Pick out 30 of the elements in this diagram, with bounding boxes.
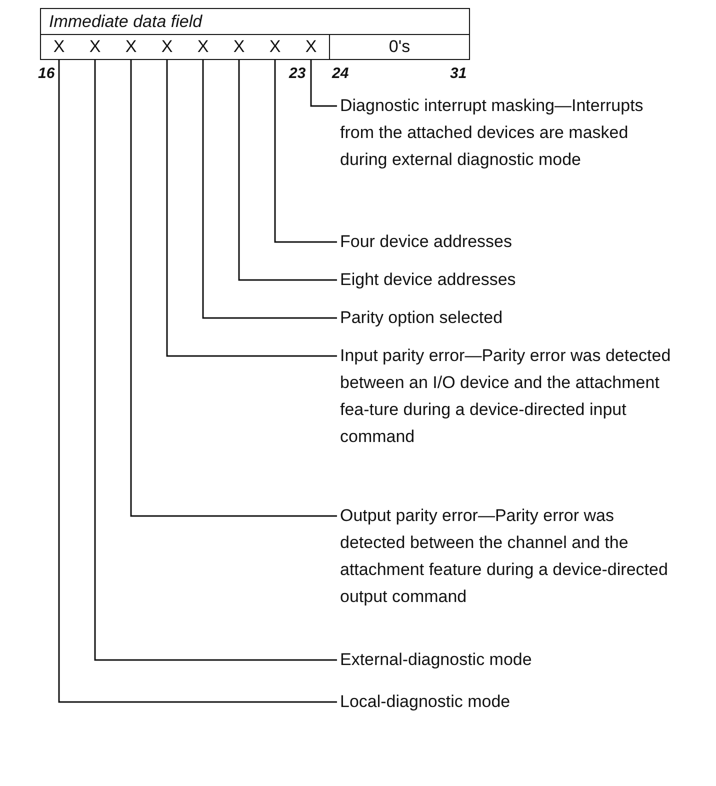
bit-description: Parity option selected (340, 304, 680, 331)
bit-description: Input parity error—Parity error was detected between an I/O device and the attachment fea-ture during a device-directed input command (340, 342, 680, 450)
bit-value: X (149, 35, 185, 59)
bit-description: External-diagnostic mode (340, 646, 680, 673)
bit-number: 31 (450, 64, 467, 84)
field-header: Immediate data field (41, 9, 469, 35)
bit-number: 24 (332, 64, 349, 84)
bit-value: X (41, 35, 77, 59)
bit-description: Four device addresses (340, 228, 680, 255)
bit-value: X (113, 35, 149, 59)
leader-line (238, 60, 337, 281)
bit-number: 16 (38, 64, 55, 84)
bit-number: 23 (289, 64, 306, 84)
leader-line (130, 60, 337, 517)
bit-description: Eight device addresses (340, 266, 680, 293)
leader-line (202, 60, 337, 319)
leader-line (274, 60, 337, 243)
zero-fill-cell: 0's (329, 35, 469, 59)
bit-description: Output parity error—Parity error was detected between the channel and the attachment feature during a device-directed output command (340, 502, 680, 610)
leader-line (58, 60, 337, 703)
leader-line (94, 60, 337, 661)
bit-value: X (185, 35, 221, 59)
bit-value: X (221, 35, 257, 59)
leader-line (310, 60, 337, 107)
leader-line (166, 60, 337, 357)
bit-description: Diagnostic interrupt masking—Interrupts from the attached devices are masked during external diagnostic mode (340, 92, 680, 173)
bit-description: Local-diagnostic mode (340, 688, 680, 715)
bit-value: X (257, 35, 293, 59)
bit-value: X (293, 35, 329, 59)
bit-value: X (77, 35, 113, 59)
